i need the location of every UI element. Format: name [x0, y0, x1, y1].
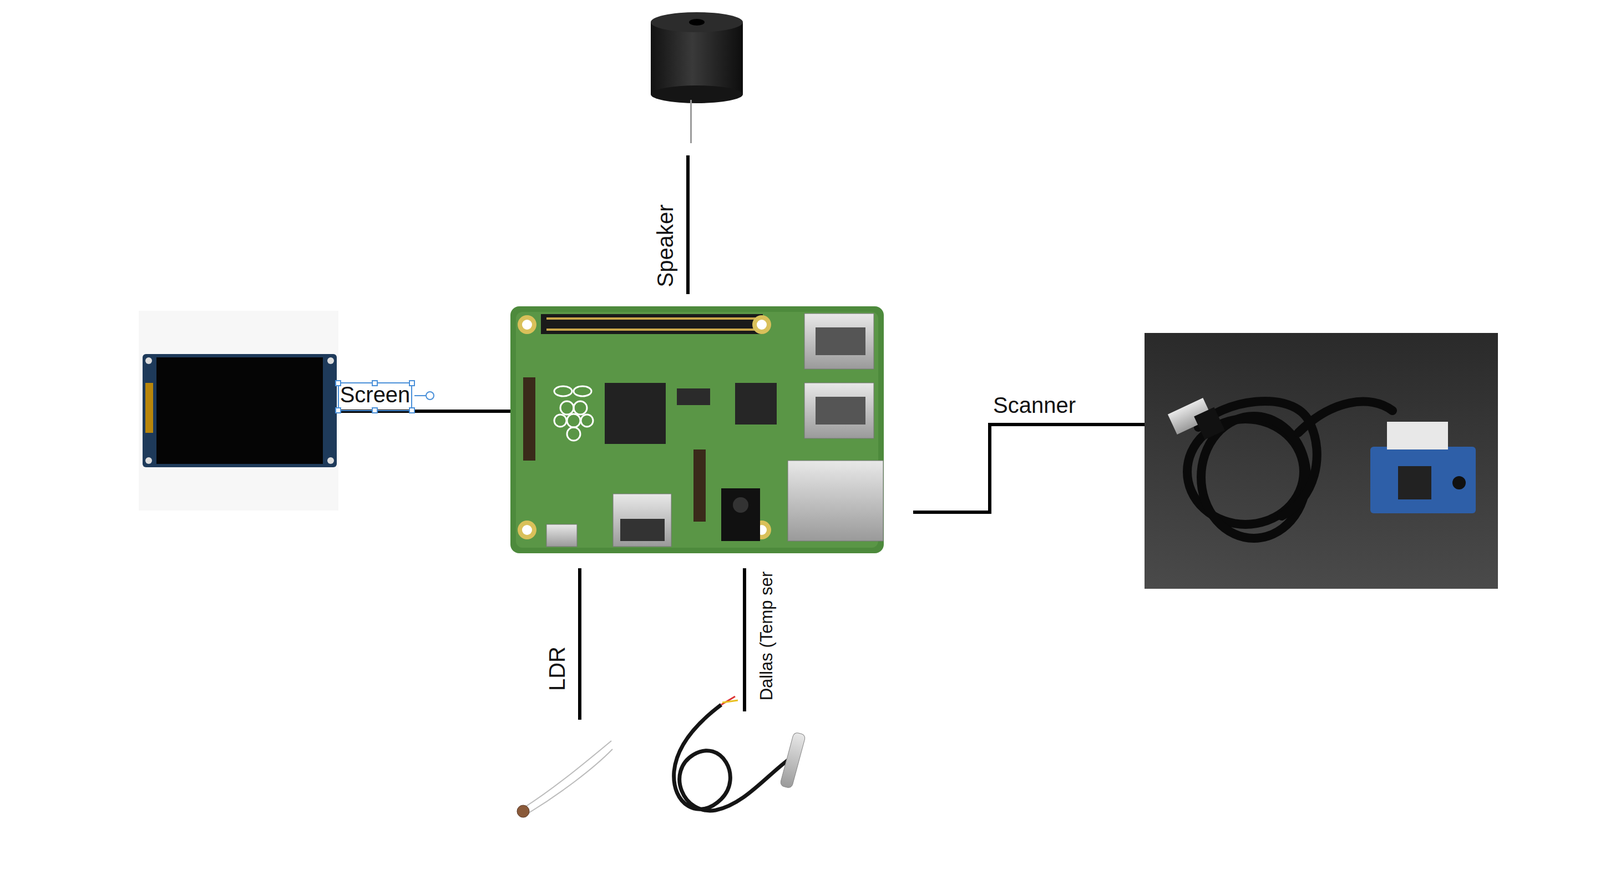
raspberry-pi-picture: [510, 306, 884, 554]
speaker-label: Speaker: [652, 204, 678, 288]
temperature-sensor-label: Dallas (Temp ser: [757, 571, 777, 701]
scanner-label: Scanner: [993, 392, 1076, 418]
temperature-sensor-picture: [674, 696, 807, 811]
screen-picture: [138, 310, 339, 511]
buzzer-picture: [650, 12, 743, 144]
selection-box: [335, 380, 434, 413]
leader-lines: [326, 155, 1145, 720]
scanner-picture: [1144, 332, 1498, 589]
ldr-label: LDR: [544, 646, 570, 691]
screen-label: Screen: [340, 382, 411, 407]
ldr-picture: [517, 740, 613, 818]
